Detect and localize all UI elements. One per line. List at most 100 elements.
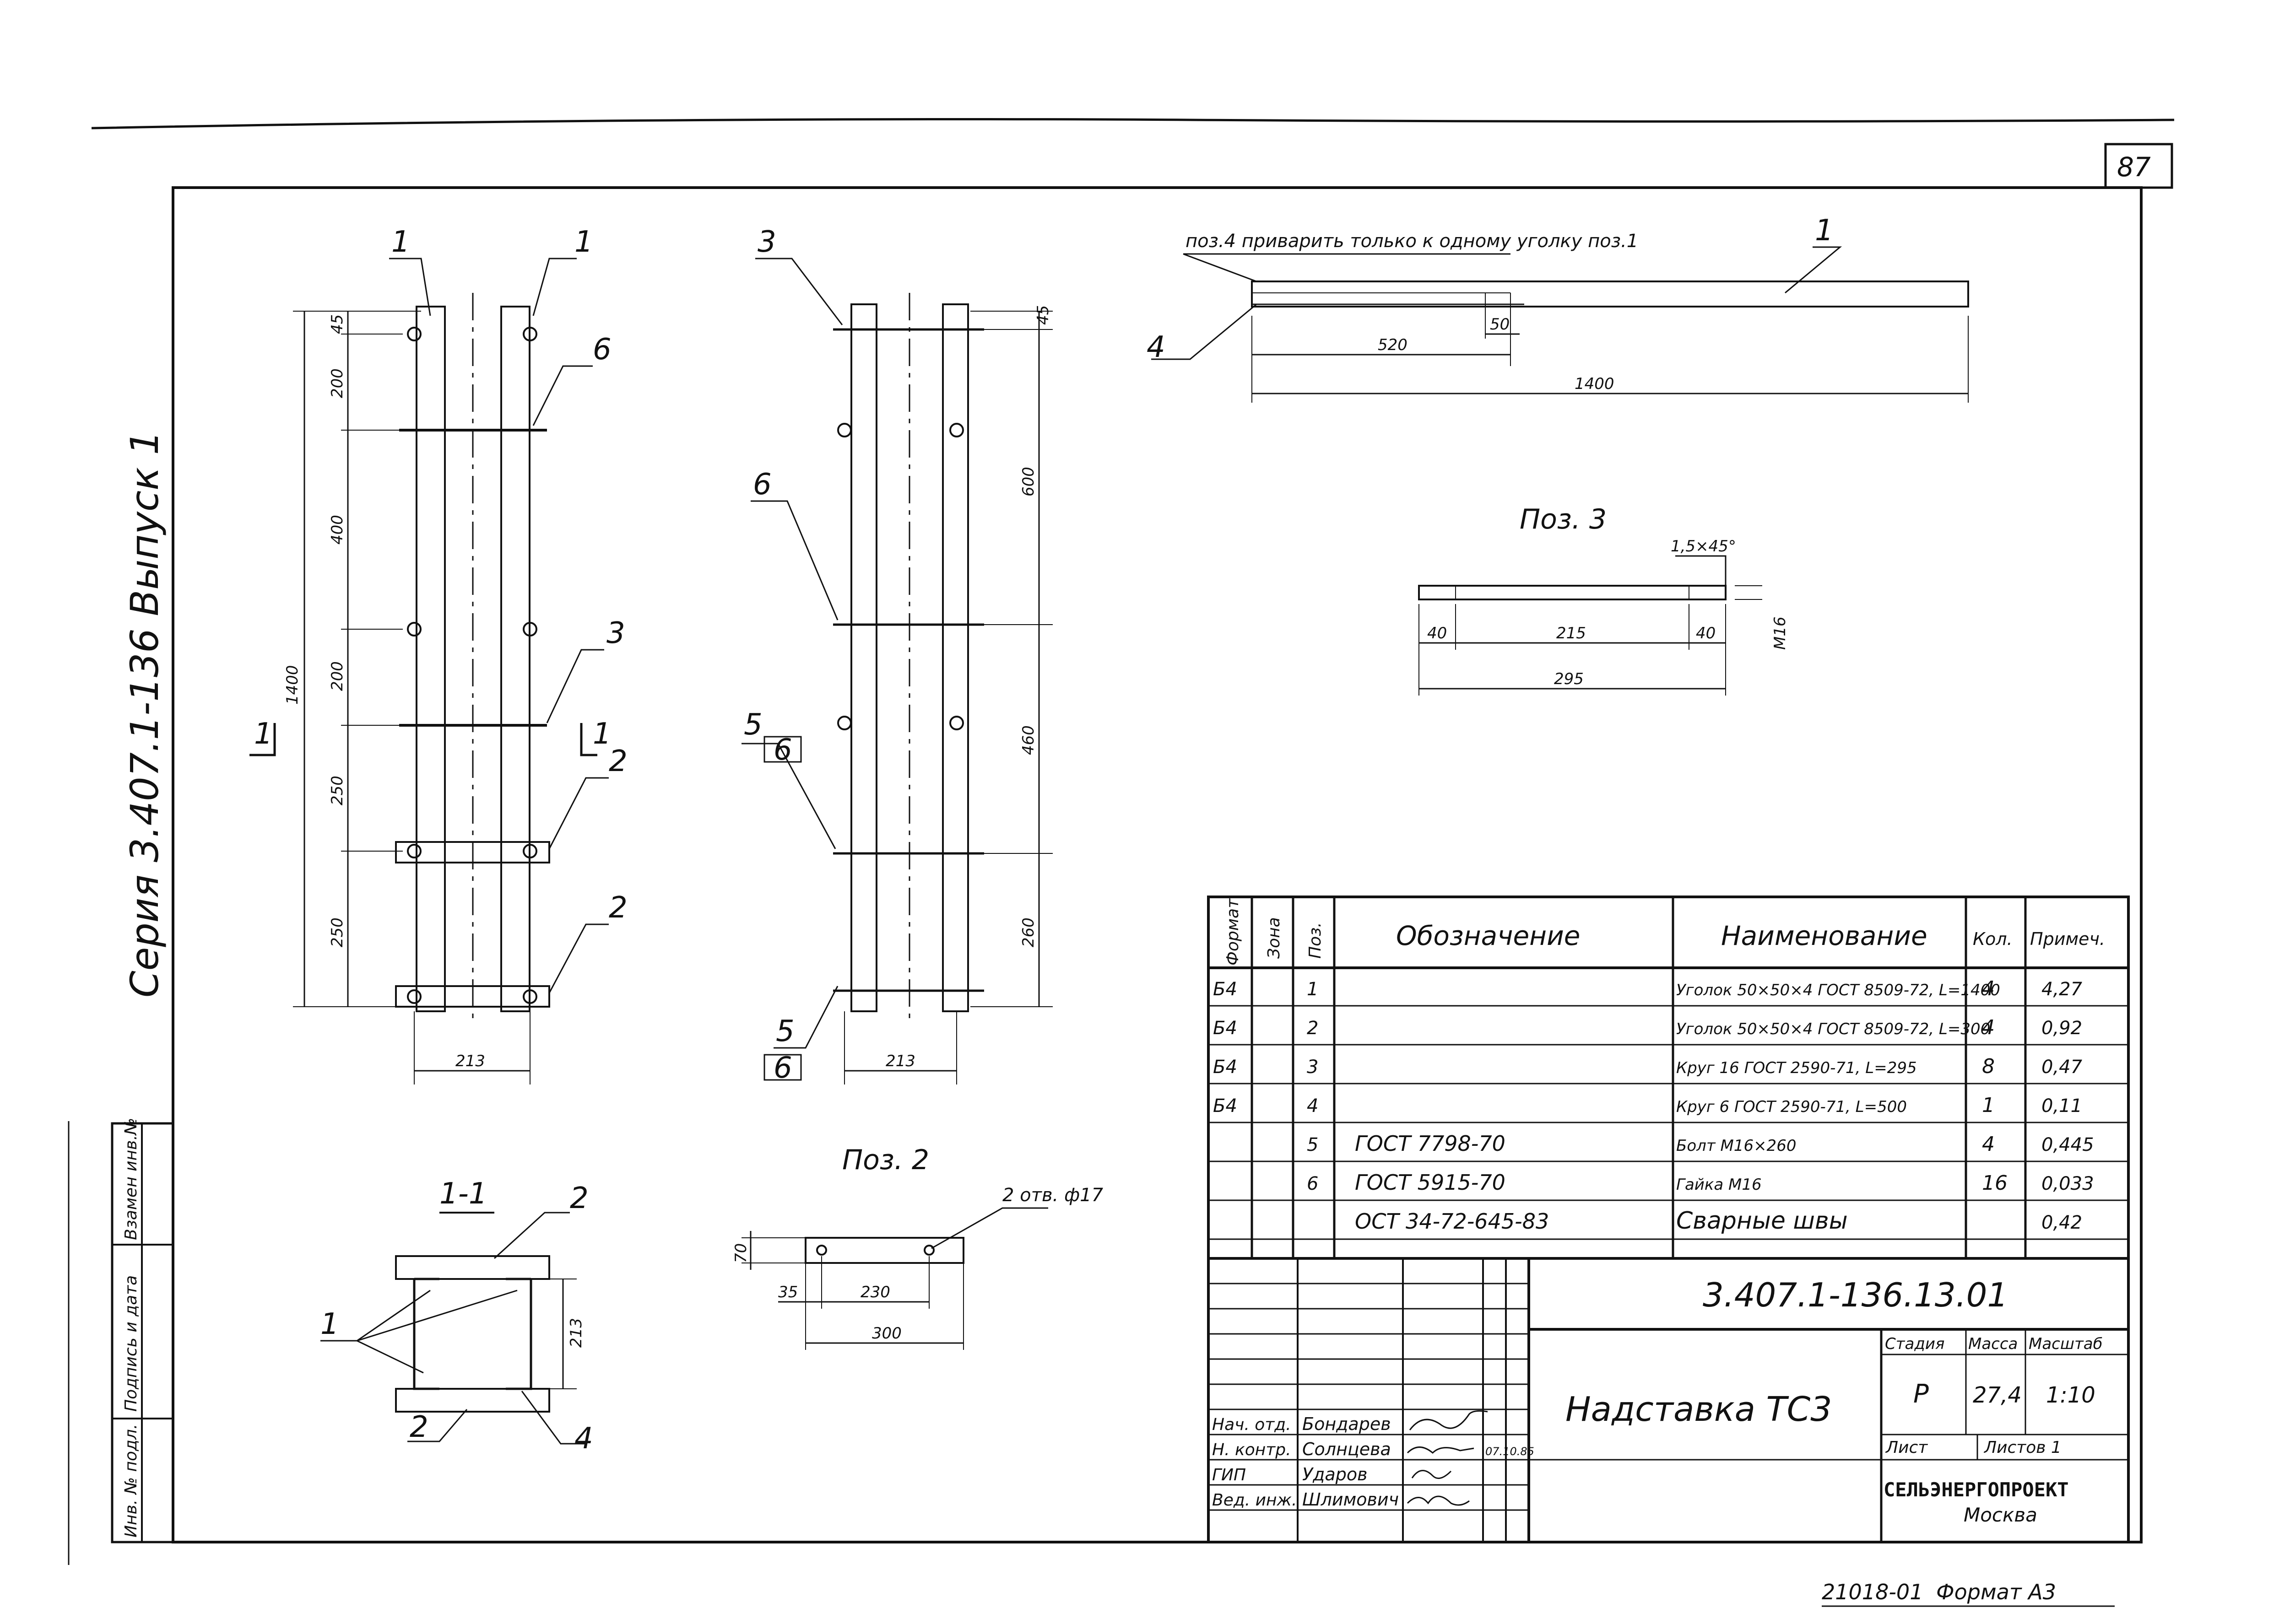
spec-cell-format: Б4 [1213,1018,1237,1039]
section-mark-right: 1 [593,717,612,751]
front-callout-6: 6 [593,333,612,367]
spec-cell-note: 0,033 [2041,1173,2094,1194]
spec-cell-note: 4,27 [2041,979,2083,1000]
section-plate-bottom [395,1388,550,1413]
front-hole [407,844,422,858]
spec-cell-pos: 6 [1307,1173,1318,1194]
title-stage-label: Стадия [1885,1335,1944,1353]
pos1-dim-50-text: 50 [1490,315,1510,334]
pos3-chamfer: 1,5×45° [1671,537,1736,556]
signatures [1407,1410,1488,1506]
pos1-angle [1251,281,1969,308]
title-org: СЕЛЬЭНЕРГОПРОЕКТ [1884,1478,2069,1501]
pos2-dim-35: 35 [778,1283,798,1301]
spec-cell-name: Сварные швы [1676,1207,1848,1235]
front-dim-250a: 250 [328,776,346,805]
front-view [249,258,609,1084]
side-width-dim: 213 [886,1052,915,1070]
front-plate-1 [395,841,550,863]
spec-table [1207,896,2130,1260]
pos2-holes: 2 отв. ф17 [1002,1185,1104,1206]
front-callout-1a: 1 [391,225,410,259]
side-view [742,258,1053,1084]
side-nut [837,716,852,730]
front-overall-dim: 1400 [283,665,302,705]
stamp-inv-label: Инв. № подл. [122,1424,141,1538]
spec-cell-name: Уголок 50×50×4 ГОСТ 8509-72, L=1400 [1676,981,2000,999]
spec-cell-name: Уголок 50×50×4 ГОСТ 8509-72, L=300 [1676,1020,1990,1038]
spec-cell-qty: 4 [1982,1133,1995,1156]
side-angle-left [850,303,877,1012]
spec-cell-designation: ГОСТ 7798-70 [1355,1131,1505,1156]
side-dim-45: 45 [1034,305,1052,325]
side-nut [949,716,964,730]
spec-header-pos: Поз. [1306,922,1325,959]
pos3-title: Поз. 3 [1520,503,1607,535]
side-callout-6c: 6 [774,1051,792,1085]
front-hole [523,622,537,637]
footer-code: 21018-01 [1822,1580,1923,1604]
front-dim-250b: 250 [328,917,346,947]
signature-shlimovich [1407,1495,1470,1506]
pos2-dim-70: 70 [732,1243,750,1263]
front-dim-45: 45 [328,314,346,334]
side-dim-600: 600 [1019,467,1038,496]
spec-cell-name: Круг 16 ГОСТ 2590-71, L=295 [1676,1059,1917,1077]
pos2-view [742,1207,1048,1350]
top-torn-edge [91,118,2175,129]
section-view [320,1212,586,1445]
front-hole [407,989,422,1004]
title-sheets-label: Листов 1 [1983,1438,2062,1457]
spec-cell-pos: 2 [1307,1018,1318,1039]
spec-table-header: Формат Зона Поз. Обозначение Наименовани… [1223,898,2105,966]
staff-name: Шлимович [1302,1489,1399,1510]
pos2-plate [805,1237,964,1264]
pos3-rod [1418,585,1727,600]
pos2-title: Поз. 2 [842,1144,929,1176]
front-hole [523,989,537,1004]
section-callout-4: 4 [574,1422,593,1456]
side-nut [837,423,852,437]
front-angle-right [500,306,531,1012]
section-title: 1-1 [439,1177,487,1211]
pos1-dim-1400-text: 1400 [1575,375,1614,393]
front-dim-200a: 200 [328,368,346,398]
side-dim-260: 260 [1019,917,1038,947]
spec-cell-format: Б4 [1213,1095,1237,1117]
pos1-note: поз.4 приварить только к одному уголку п… [1186,231,1638,252]
front-callout-2a: 2 [609,745,628,778]
spec-cell-designation: ОСТ 34-72-645-83 [1355,1209,1549,1234]
signature-bondarev [1409,1410,1488,1430]
pos3-thread: М16 [1771,616,1789,650]
pos2-dim-230: 230 [861,1283,890,1301]
title-block [1207,1257,2130,1543]
pos1-callout-1: 1 [1815,214,1834,248]
front-callout-2b: 2 [609,891,628,925]
pos3-view [1418,555,1762,696]
title-sheet-label: Лист [1885,1438,1928,1457]
front-callout-1b: 1 [574,225,593,259]
spec-cell-pos: 4 [1307,1095,1318,1117]
front-hole [523,844,537,858]
pos2-hole [924,1245,935,1256]
side-angle-right [942,303,969,1012]
spec-header-qty: Кол. [1973,929,2013,949]
spec-cell-qty: 4 [1982,977,1995,1000]
sheet-frame [68,118,2175,1565]
staff-name: Бондарев [1302,1414,1391,1434]
spec-header-name: Наименование [1721,920,1927,951]
side-callout-5a: 5 [744,708,763,742]
footer-format: Формат А3 [1936,1580,2056,1604]
pos3-dim-295: 295 [1554,670,1584,688]
spec-header-zone: Зона [1265,917,1283,959]
spec-cell-format: Б4 [1213,1057,1237,1078]
side-dim-460: 460 [1019,725,1038,755]
pos1-callout-4: 4 [1147,330,1165,364]
front-angle-left [416,306,446,1012]
section-callout-2b: 2 [410,1410,428,1444]
section-dim-text: 213 [567,1318,585,1348]
spec-cell-qty: 8 [1982,1055,1995,1078]
section-callout-2a: 2 [570,1182,589,1215]
pos3-dim-215: 215 [1556,624,1586,642]
